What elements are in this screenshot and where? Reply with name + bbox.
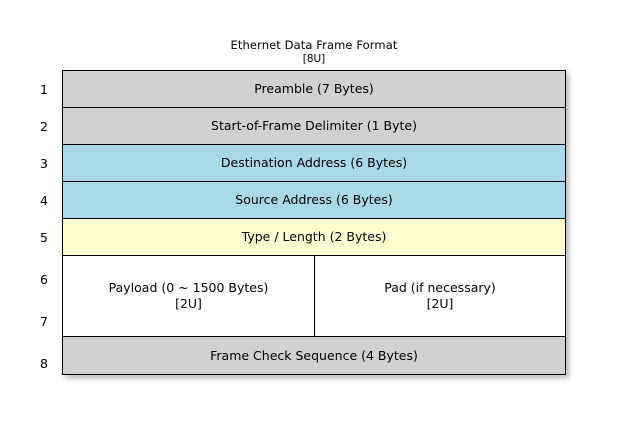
table-row-source-address: Source Address (6 Bytes) bbox=[61, 181, 567, 219]
frame-field-start-of-frame-delimiter: Start-of-Frame Delimiter (1 Byte) bbox=[61, 107, 567, 145]
ethernet-frame-table: Preamble (7 Bytes) Start-of-Frame Delimi… bbox=[61, 70, 567, 375]
frame-field-payload: Payload (0 ~ 1500 Bytes) [2U] bbox=[62, 255, 315, 337]
table-row-type-length: Type / Length (2 Bytes) bbox=[61, 218, 567, 256]
row-number-4: 4 bbox=[40, 193, 48, 208]
row-number-gutter: 1 2 3 4 5 6 7 8 bbox=[30, 70, 58, 398]
frame-field-preamble: Preamble (7 Bytes) bbox=[61, 70, 567, 108]
diagram-title-main: Ethernet Data Frame Format bbox=[230, 38, 398, 52]
frame-field-type-length: Type / Length (2 Bytes) bbox=[61, 218, 567, 256]
frame-field-destination-address: Destination Address (6 Bytes) bbox=[61, 144, 567, 182]
row-number-6: 6 bbox=[40, 272, 48, 287]
frame-field-pad-label: Pad (if necessary) bbox=[384, 280, 496, 295]
row-number-5: 5 bbox=[40, 230, 48, 245]
table-row-sfd: Start-of-Frame Delimiter (1 Byte) bbox=[61, 107, 567, 145]
table-row-frame-check-sequence: Frame Check Sequence (4 Bytes) bbox=[61, 336, 567, 375]
row-number-7: 7 bbox=[40, 314, 48, 329]
diagram-title: Ethernet Data Frame Format [8U] bbox=[0, 38, 628, 66]
row-number-8: 8 bbox=[40, 356, 48, 371]
frame-field-frame-check-sequence: Frame Check Sequence (4 Bytes) bbox=[61, 336, 567, 375]
table-row-destination-address: Destination Address (6 Bytes) bbox=[61, 144, 567, 182]
frame-field-pad: Pad (if necessary) [2U] bbox=[313, 255, 567, 337]
table-row-preamble: Preamble (7 Bytes) bbox=[61, 70, 567, 108]
row-number-2: 2 bbox=[40, 119, 48, 134]
row-number-1: 1 bbox=[40, 82, 48, 97]
frame-field-payload-note: [2U] bbox=[175, 296, 202, 311]
diagram-title-subtitle: [8U] bbox=[302, 53, 326, 65]
frame-field-source-address: Source Address (6 Bytes) bbox=[61, 181, 567, 219]
table-row-payload-pad: Payload (0 ~ 1500 Bytes) [2U] Pad (if ne… bbox=[62, 255, 567, 337]
frame-field-payload-label: Payload (0 ~ 1500 Bytes) bbox=[108, 280, 269, 295]
frame-field-pad-note: [2U] bbox=[426, 296, 454, 311]
row-number-3: 3 bbox=[40, 156, 48, 171]
